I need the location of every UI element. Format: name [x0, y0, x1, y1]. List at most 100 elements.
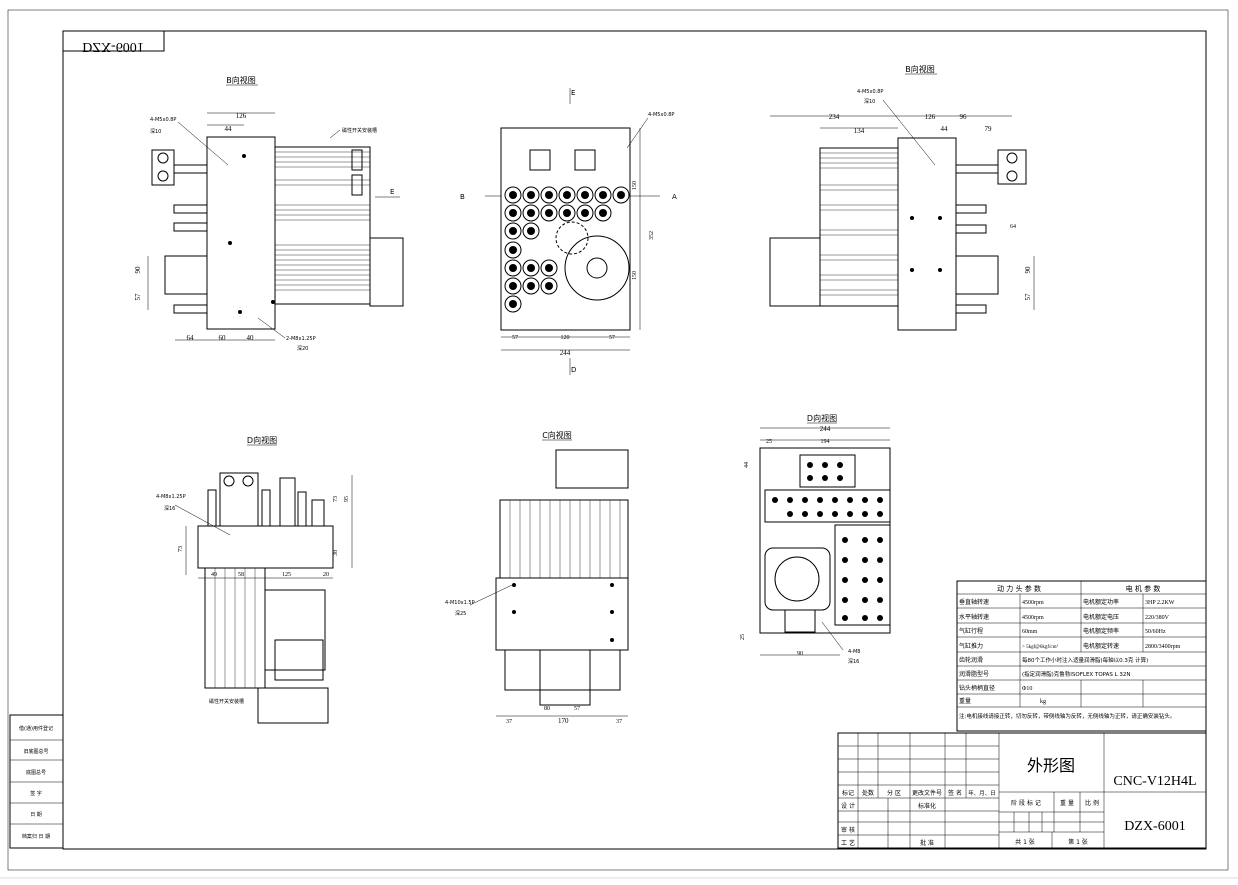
dim-90-top-left: 90	[134, 266, 142, 274]
tb-label-count: 处数	[862, 789, 874, 797]
note-depth16-bottom-right: 深16	[848, 658, 859, 665]
view-label-top-right: B向视图	[905, 64, 935, 74]
spec-r2-c1: 60mm	[1022, 629, 1038, 635]
view-bottom-left: D向视图 49 58 125 20 73 95 73 38 4-M8x1.25P…	[156, 435, 353, 724]
spec-r0-c1: 4500rpm	[1022, 600, 1044, 606]
tb-standard: 标准化	[918, 802, 936, 810]
tb-label-zone: 分 区	[887, 789, 901, 797]
tb-drawing-no: DZX-6001	[1124, 819, 1185, 834]
dim-95-bottom-left: 95	[344, 496, 350, 502]
view-label-bottom-center: C向视图	[542, 430, 572, 440]
note-m8-left: 2-M8x1.25P	[286, 336, 316, 342]
view-top-left: B向视图 126	[134, 75, 404, 352]
dim-44-top-left: 44	[225, 125, 233, 133]
spec-r1-c3: 220/380V	[1145, 615, 1170, 621]
dim-150-center-top: 150	[632, 181, 638, 190]
dim-244-center: 244	[560, 349, 571, 357]
dim-80-bc: 80	[544, 706, 550, 712]
tb-sheet-no: 第 1 张	[1068, 838, 1088, 846]
tb-label-change-doc: 更改文件号	[912, 789, 942, 797]
dim-134-right: 134	[854, 127, 865, 135]
title-block: 标记 处数 分 区 更改文件号 签 名 年、月、日 设 计 标准化 审 核 工 …	[837, 732, 1207, 849]
note-magnetic-switch-bottom: 磁性开关安装槽	[209, 698, 244, 705]
tb-label-mark: 标记	[842, 789, 854, 797]
side-label-1: 旧底图总号	[23, 748, 48, 755]
tb-review: 审 核	[841, 826, 855, 834]
dim-352-center: 352	[649, 231, 655, 240]
note-depth25: 深25	[455, 610, 466, 617]
arrow-label-E-center: E	[571, 89, 575, 97]
tb-label-sign: 签 名	[948, 789, 962, 797]
tb-title: 外形图	[1027, 756, 1075, 775]
tb-scale: 比 例	[1085, 799, 1099, 807]
arrow-label-D: D	[571, 366, 576, 374]
spec-r2-c0: 气缸行程	[959, 627, 983, 635]
mirrored-number-box	[62, 30, 165, 52]
note-depth16-bottom-left: 深16	[164, 505, 175, 512]
dim-57-bc: 57	[574, 706, 580, 712]
dim-90-right: 90	[1024, 266, 1032, 274]
note-m8-bottom-right: 4-M8	[848, 649, 860, 655]
dim-44-bottom-right: 44	[744, 462, 750, 468]
dim-150-center-bottom: 150	[632, 271, 638, 280]
dim-58-bottom-left: 58	[238, 572, 244, 578]
dim-49-bottom-left: 49	[211, 572, 217, 578]
tb-process: 工 艺	[841, 839, 855, 847]
note-m5-right: 4-M5x0.8P	[857, 89, 883, 95]
dim-57-center-left: 57	[512, 335, 518, 341]
tb-sheets-total: 共 1 张	[1015, 838, 1035, 846]
dim-120-center: 120	[561, 335, 570, 341]
dim-73-bottom-left: 73	[178, 546, 184, 552]
view-label-bottom-left: D向视图	[247, 435, 277, 445]
side-label-3: 签 字	[30, 790, 42, 797]
dim-125-bottom-left: 125	[282, 572, 291, 578]
view-label-bottom-right: D向视图	[807, 413, 837, 423]
spec-lube-label: 齿轮润滑	[959, 656, 983, 664]
spec-r3-c1: > 5kgf@6kgf/cm²	[1022, 644, 1059, 650]
spec-left-header: 动 力 头 参 数	[997, 584, 1041, 593]
dim-40-top-left: 40	[247, 334, 255, 342]
dim-64-top-left: 64	[187, 334, 195, 342]
dim-244-bottom-right: 244	[820, 425, 831, 433]
tb-label-date: 年、月、日	[968, 789, 996, 797]
spec-weight-unit: kg	[1040, 699, 1046, 705]
tb-weight: 重 量	[1060, 799, 1074, 807]
dim-79-right: 79	[985, 125, 993, 133]
dim-126-right: 126	[925, 113, 936, 121]
spec-r0-c2: 电机额定功率	[1083, 598, 1119, 606]
dim-57-top-left: 57	[134, 293, 142, 301]
spec-note: 注:电机接线请接正转，切勿反转，带侧线轴为反转，无侧线轴为正转，请正确安装钻头。	[959, 712, 1175, 720]
dim-37-bc-right: 37	[616, 719, 622, 725]
dim-96-right: 96	[960, 113, 968, 121]
spec-table: 动 力 头 参 数 电 机 参 数 垂直轴转速 4500rpm 电机额定功率 3…	[956, 580, 1207, 732]
spec-r3-c0: 气缸推力	[959, 642, 983, 650]
dim-90-bottom-right: 90	[797, 651, 803, 657]
spec-r1-c1: 4500rpm	[1022, 615, 1044, 621]
side-label-2: 底图总号	[26, 769, 46, 776]
note-m8-bottom-left: 4-M8x1.25P	[156, 494, 186, 500]
note-m10: 4-M10x1.5P	[445, 600, 475, 606]
dim-25-bottom-right-side: 25	[740, 634, 746, 640]
mirrored-drawing-number: DZX-6001	[82, 39, 143, 54]
spec-shank-label: 钻头柄柄直径	[959, 684, 995, 692]
outer-border	[7, 9, 1229, 871]
spec-grease-label: 润滑脂型号	[959, 670, 989, 678]
spec-shank-value: Φ10	[1022, 686, 1032, 692]
side-label-5: 档案归 日 期	[22, 833, 50, 840]
note-m5-center: 4-M5x0.8P	[648, 112, 674, 118]
dim-194-bottom-right: 194	[821, 439, 830, 445]
spec-grease-value: (指定润滑脂)克鲁勃ISOFLEX TOPAS L 32N	[1022, 670, 1131, 678]
dim-37-bc-left: 37	[506, 719, 512, 725]
tb-model: CNC-V12H4L	[1113, 774, 1196, 789]
dim-57-center-right: 57	[609, 335, 615, 341]
note-depth10-top-left: 深10	[150, 128, 161, 135]
view-top-right: B向视图 234 134 126 96 44 79	[769, 64, 1035, 331]
spec-r1-c0: 水平轴转速	[959, 613, 989, 621]
spec-right-header: 电 机 参 数	[1126, 584, 1161, 593]
dim-60-top-left: 60	[219, 334, 227, 342]
dim-25-bottom-right: 25	[766, 439, 772, 445]
tb-approve: 批 准	[920, 839, 934, 847]
dim-44-right: 44	[941, 125, 949, 133]
spec-lube-value: 每80个工作小时注入适量润滑脂(每轴以0.3克 计算)	[1022, 656, 1148, 664]
